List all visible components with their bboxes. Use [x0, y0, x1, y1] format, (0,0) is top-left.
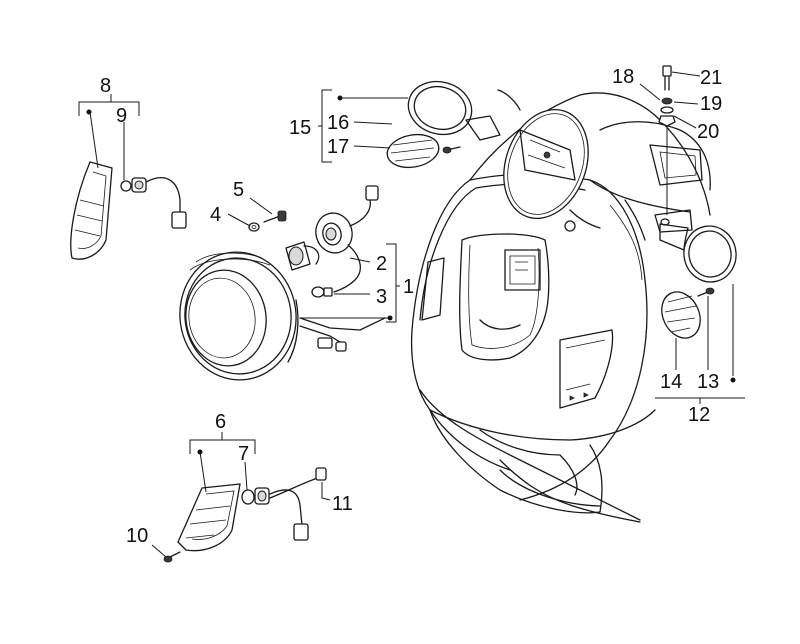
indicator-screw: [163, 551, 181, 563]
leader-lines: [78, 71, 745, 558]
left-lamp-housing: [407, 80, 501, 141]
callout-10: 10: [126, 525, 148, 547]
right-lamp-housing: [659, 223, 737, 283]
leader-dots: [86, 95, 736, 455]
callout-6: 6: [215, 411, 226, 433]
headlight-assembly: [179, 251, 386, 381]
screw-and-washer: [248, 210, 287, 232]
callout-5: 5: [233, 179, 244, 201]
callout-14: 14: [660, 371, 682, 393]
callout-8: 8: [100, 75, 111, 97]
bolt-stack: [658, 65, 676, 215]
callout-1: 1: [403, 276, 414, 298]
detail-magnifier: [503, 108, 589, 220]
callout-19: 19: [700, 93, 722, 115]
headlight-bulb: [285, 241, 320, 271]
callout-4: 4: [210, 204, 221, 226]
callout-16: 16: [327, 112, 349, 134]
callout-12: 12: [688, 404, 710, 426]
right-lamp-lens: [661, 291, 701, 339]
callout-7: 7: [238, 443, 249, 465]
turn-signal-lens: [177, 483, 241, 552]
rear-lens-left: [70, 161, 113, 260]
callout-21: 21: [700, 67, 722, 89]
parking-bulb: [311, 286, 333, 298]
callout-17: 17: [327, 136, 349, 158]
left-lamp-screw: [442, 146, 461, 154]
turn-signal-bulb: [241, 467, 327, 541]
callout-13: 13: [697, 371, 719, 393]
right-lamp-screw: [697, 287, 715, 297]
callout-2: 2: [376, 253, 387, 275]
callout-3: 3: [376, 286, 387, 308]
callout-20: 20: [697, 121, 719, 143]
scooter-front-body: [410, 89, 711, 523]
bulb-holder: [315, 185, 379, 293]
callout-numbers: 1 2 3 4 5 6 7 8 9 10 11 12 13 14 15 16 1…: [100, 66, 722, 547]
callout-15: 15: [289, 117, 311, 139]
left-lamp-lens: [386, 133, 440, 169]
callout-11: 11: [332, 493, 353, 515]
callout-18: 18: [612, 66, 634, 88]
rear-bulb-socket: [120, 177, 187, 229]
callout-9: 9: [116, 105, 127, 127]
